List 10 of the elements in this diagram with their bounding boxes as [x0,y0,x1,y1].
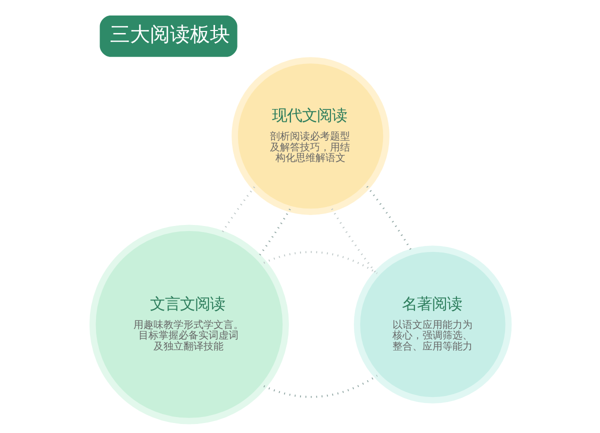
node-circle: 现代文阅读 剖析阅读必考题型及解答技巧，用结构化思维解语文 [231,57,389,215]
connector [330,208,377,274]
node-circle: 名著阅读 以语文应用能力为核心，强调筛选、整合、应用等能力 [353,246,512,404]
connector [257,208,290,258]
connector [366,186,412,252]
node-circle: 文言文阅读 用趣味教学形式学文言。目标掌握必备实词虚词及独立翻译技能 [88,224,288,424]
diagram-title: 三大阅读板块 [110,23,230,46]
connector [263,374,378,398]
connector [220,186,255,234]
connector [263,251,378,274]
